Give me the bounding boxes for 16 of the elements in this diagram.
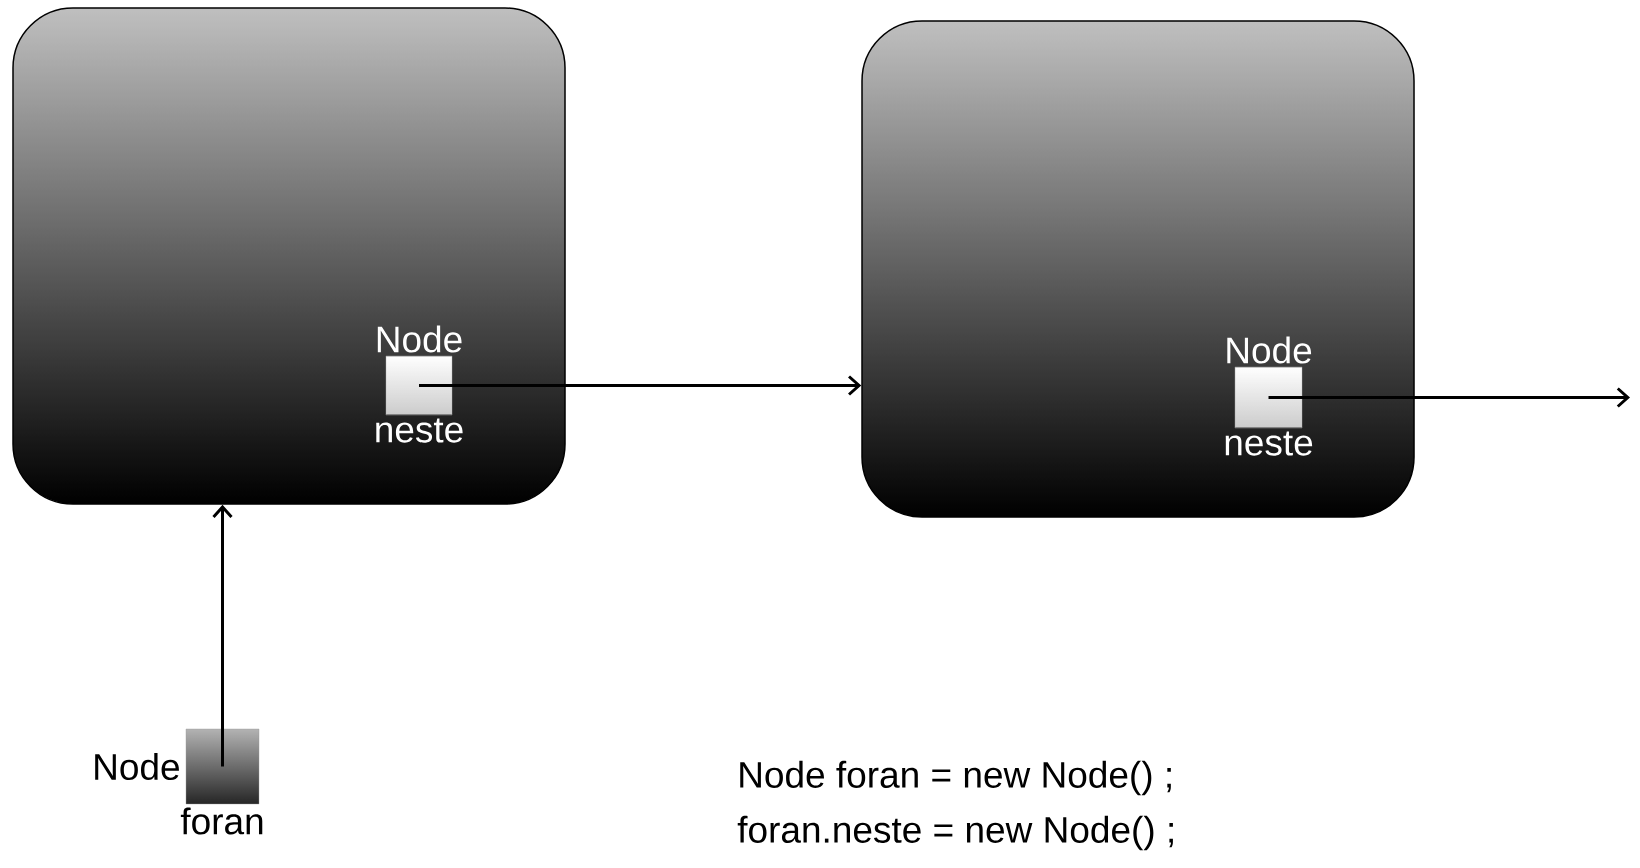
node-label: foran	[180, 807, 263, 835]
node-label: Node	[1227, 336, 1312, 364]
arrow	[212, 504, 233, 767]
code-line: Node foran = new Node() ;	[740, 760, 1171, 796]
node-label: Node	[95, 752, 179, 781]
pointer-square	[185, 728, 260, 805]
arrow	[1268, 387, 1631, 408]
big-rounded-box	[12, 7, 566, 505]
node-label: neste	[1225, 431, 1313, 456]
code-line: foran.neste = new Node() ;	[737, 815, 1173, 851]
arrow	[419, 375, 862, 396]
big-rounded-box	[861, 20, 1415, 518]
pointer-square	[385, 355, 453, 416]
node-label: neste	[376, 418, 463, 443]
node-label: Node	[377, 325, 462, 353]
pointer-square	[1234, 366, 1303, 429]
